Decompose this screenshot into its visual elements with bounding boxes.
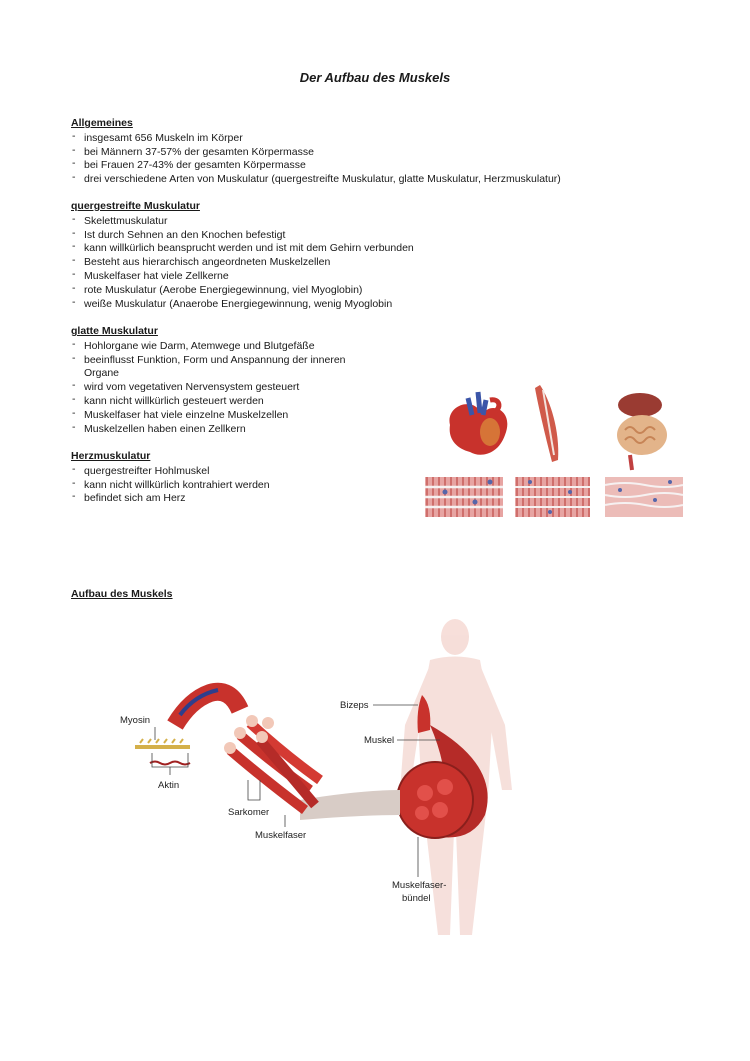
list-item: Muskelfaser hat viele einzelne Muskelzel… [71, 407, 371, 423]
list-item: bei Frauen 27-43% der gesamten Körpermas… [71, 157, 561, 173]
list-item: Skelettmuskulatur [71, 213, 414, 229]
list-item: rote Muskulatur (Aerobe Energiegewinnung… [71, 282, 414, 298]
section-heading: Herzmuskulatur [71, 450, 151, 462]
section-allgemeines: Allgemeines insgesamt 656 Muskeln im Kör… [71, 117, 561, 187]
label-myosin: Myosin [120, 715, 150, 726]
intestine-icon [617, 393, 667, 471]
list-item: Muskelzellen haben einen Zellkern [71, 421, 371, 437]
leader-lines [151, 704, 440, 877]
list-item: Muskelfaser hat viele Zellkerne [71, 268, 414, 284]
label-bizeps: Bizeps [340, 700, 369, 711]
document-title: Der Aufbau des Muskels [299, 70, 451, 85]
list-item: insgesamt 656 Muskeln im Körper [71, 130, 561, 146]
list-item: kann nicht willkürlich kontrahiert werde… [71, 477, 270, 493]
list-item: befindet sich am Herz [71, 490, 270, 506]
list-item: quergestreifter Hohlmuskel [71, 463, 270, 479]
section-heading: Allgemeines [71, 117, 133, 129]
list-item: beeinflusst Funktion, Form und Anspannun… [71, 352, 371, 382]
label-muskelfaserbuendel-1: Muskelfaser- [392, 880, 446, 891]
tissue-strip-cardiac [425, 477, 503, 517]
muscle-fibers [224, 715, 323, 814]
label-sarkomer: Sarkomer [228, 807, 269, 818]
list-item: kann willkürlich beansprucht werden und … [71, 240, 414, 256]
list-item: bei Männern 37-57% der gesamten Körperma… [71, 144, 561, 160]
list-item: wird vom vegetativen Nervensystem gesteu… [71, 379, 371, 395]
section-heading: quergestreifte Muskulatur [71, 200, 200, 212]
muscle-types-illustration [425, 385, 684, 517]
list-item: drei verschiedene Arten von Muskulatur (… [71, 171, 561, 187]
bicep-icon [417, 695, 431, 733]
section-heading: glatte Muskulatur [71, 325, 158, 337]
section-glatt: glatte Muskulatur Hohlorgane wie Darm, A… [71, 325, 371, 436]
section-quergestreift: quergestreifte Muskulatur Skelettmuskula… [71, 200, 414, 311]
list-item: Ist durch Sehnen an den Knochen befestig… [71, 227, 414, 243]
tissue-strip-skeletal [515, 477, 590, 517]
muscle-cross-section [396, 761, 474, 839]
list-item: Besteht aus hierarchisch angeordneten Mu… [71, 254, 414, 270]
label-muskelfaser: Muskelfaser [255, 830, 306, 841]
muscle-structure-diagram: Myosin Aktin Sarkomer Muskelfaser Bizeps… [120, 619, 512, 935]
label-aktin: Aktin [158, 780, 179, 791]
section-aufbau: Aufbau des Muskels [71, 588, 173, 603]
list-item: kann nicht willkürlich gesteuert werden [71, 393, 371, 409]
label-muskelfaserbuendel-2: bündel [402, 893, 431, 904]
section-herz: Herzmuskulatur quergestreifter Hohlmuske… [71, 450, 270, 506]
section-heading: Aufbau des Muskels [71, 588, 173, 600]
tissue-strip-smooth [604, 477, 684, 517]
label-muskel: Muskel [364, 735, 394, 746]
list-item: weiße Muskulatur (Anaerobe Energiegewinn… [71, 296, 414, 312]
actin-filament [149, 760, 191, 766]
tendon [300, 790, 400, 820]
list-item: Hohlorgane wie Darm, Atemwege und Blutge… [71, 338, 371, 354]
heart-icon [449, 391, 508, 455]
arm-muscle-icon [535, 385, 559, 462]
myosin-filament [135, 738, 190, 749]
